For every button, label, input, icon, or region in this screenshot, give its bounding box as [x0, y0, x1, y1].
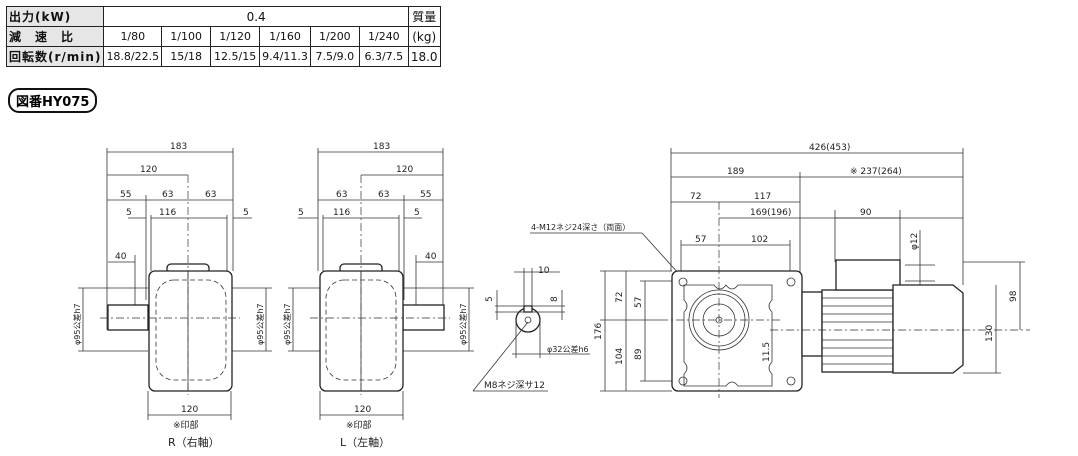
dim-237: ※ 237(264)	[850, 167, 902, 177]
dim-120-bottom: 120	[354, 405, 371, 415]
mark-note: ※印部	[173, 419, 199, 431]
dim-104: 104	[615, 348, 625, 365]
dim-63: 63	[336, 190, 347, 200]
dim-phi12: φ12	[910, 233, 920, 250]
dim-116: 116	[333, 208, 350, 218]
dim-11-5: 11.5	[762, 342, 772, 362]
output-label: 出力(kW)	[5, 6, 105, 27]
mark-note: ※印部	[346, 419, 372, 431]
dim-63: 63	[162, 190, 173, 200]
dim-55: 55	[120, 190, 131, 200]
dim-89: 89	[634, 348, 644, 360]
output-row: 出力(kW) 0.4 質量	[5, 6, 441, 27]
dim-183: 183	[373, 142, 390, 152]
dim-5: 5	[243, 208, 249, 218]
ratio-cell: 1/100	[161, 26, 212, 47]
dim-120-bottom: 120	[181, 405, 198, 415]
speed-cell: 6.3/7.5	[358, 46, 409, 67]
dim-40: 40	[115, 252, 127, 262]
dim-63: 63	[205, 190, 216, 200]
figure-number-badge: 図番HY075	[8, 88, 98, 113]
dim-55: 55	[420, 190, 431, 200]
mass-unit: (kg)	[407, 26, 441, 47]
l-view: 183 120 63 63 55 5 116 5 40 φ95公差h7 φ95公…	[282, 142, 474, 449]
tap-note: M8ネジ深サ12	[484, 380, 545, 391]
dim-phi95-right: φ95公差h7	[458, 303, 468, 345]
dim-key-width-10: 10	[538, 266, 550, 276]
dim-shaft-phi32: φ32公差h6	[547, 344, 589, 354]
mounting-tap-note: 4-M12ネジ24深さ（両面）	[531, 223, 630, 232]
dim-phi95-left: φ95公差h7	[72, 303, 82, 345]
speed-cell: 9.4/11.3	[259, 46, 311, 67]
dim-117: 117	[754, 192, 771, 202]
dim-57: 57	[695, 235, 706, 245]
speed-row: 回転数(r/min) 18.8/22.5 15/18 12.5/15 9.4/1…	[5, 46, 441, 67]
dim-120: 120	[140, 165, 157, 175]
dim-40: 40	[425, 252, 437, 262]
spec-table: 出力(kW) 0.4 質量 減 速 比 1/80 1/100 1/120 1/1…	[5, 6, 441, 67]
dim-183: 183	[170, 142, 187, 152]
dim-72-vertical: 72	[615, 292, 625, 303]
speed-label: 回転数(r/min)	[5, 46, 105, 67]
mass-label: 質量	[407, 6, 441, 27]
dim-63: 63	[378, 190, 389, 200]
mass-value: 18.0	[407, 46, 441, 67]
main-view: 426(453) 189 ※ 237(264) 72 117 169(196) …	[530, 143, 1030, 398]
dim-90: 90	[860, 208, 872, 218]
ratio-cell: 1/160	[259, 26, 311, 47]
speed-cell: 15/18	[161, 46, 212, 67]
dim-phi95-right: φ95公差h7	[255, 303, 265, 345]
dim-57-vertical: 57	[634, 297, 644, 308]
shaft-key-view: 10 5 8 φ32公差h6 M8ネジ深サ12	[472, 266, 590, 392]
dim-key-5: 5	[485, 296, 495, 302]
ratio-cell: 1/240	[358, 26, 409, 47]
dim-176: 176	[594, 323, 604, 340]
dim-key-8: 8	[550, 296, 560, 302]
dim-overall-length: 426(453)	[809, 143, 850, 153]
dim-120: 120	[396, 165, 413, 175]
speed-cell: 18.8/22.5	[103, 46, 163, 67]
dim-5: 5	[298, 208, 304, 218]
dim-169: 169(196)	[750, 208, 791, 218]
dim-189: 189	[727, 167, 744, 177]
dim-phi95-left: φ95公差h7	[282, 303, 292, 345]
r-view-caption: R（右軸）	[168, 435, 220, 449]
dim-72: 72	[690, 192, 701, 202]
l-view-caption: L（左軸）	[340, 435, 390, 449]
dim-116: 116	[159, 208, 176, 218]
dim-5: 5	[126, 208, 132, 218]
speed-cell: 7.5/9.0	[309, 46, 360, 67]
dim-102: 102	[751, 235, 768, 245]
r-view: 183 120 55 63 63 5 116 5 40 φ95公差h7 φ95公…	[72, 142, 272, 449]
dim-130: 130	[985, 325, 995, 342]
dim-5: 5	[414, 208, 420, 218]
speed-cell: 12.5/15	[210, 46, 261, 67]
dim-98: 98	[1009, 290, 1019, 302]
